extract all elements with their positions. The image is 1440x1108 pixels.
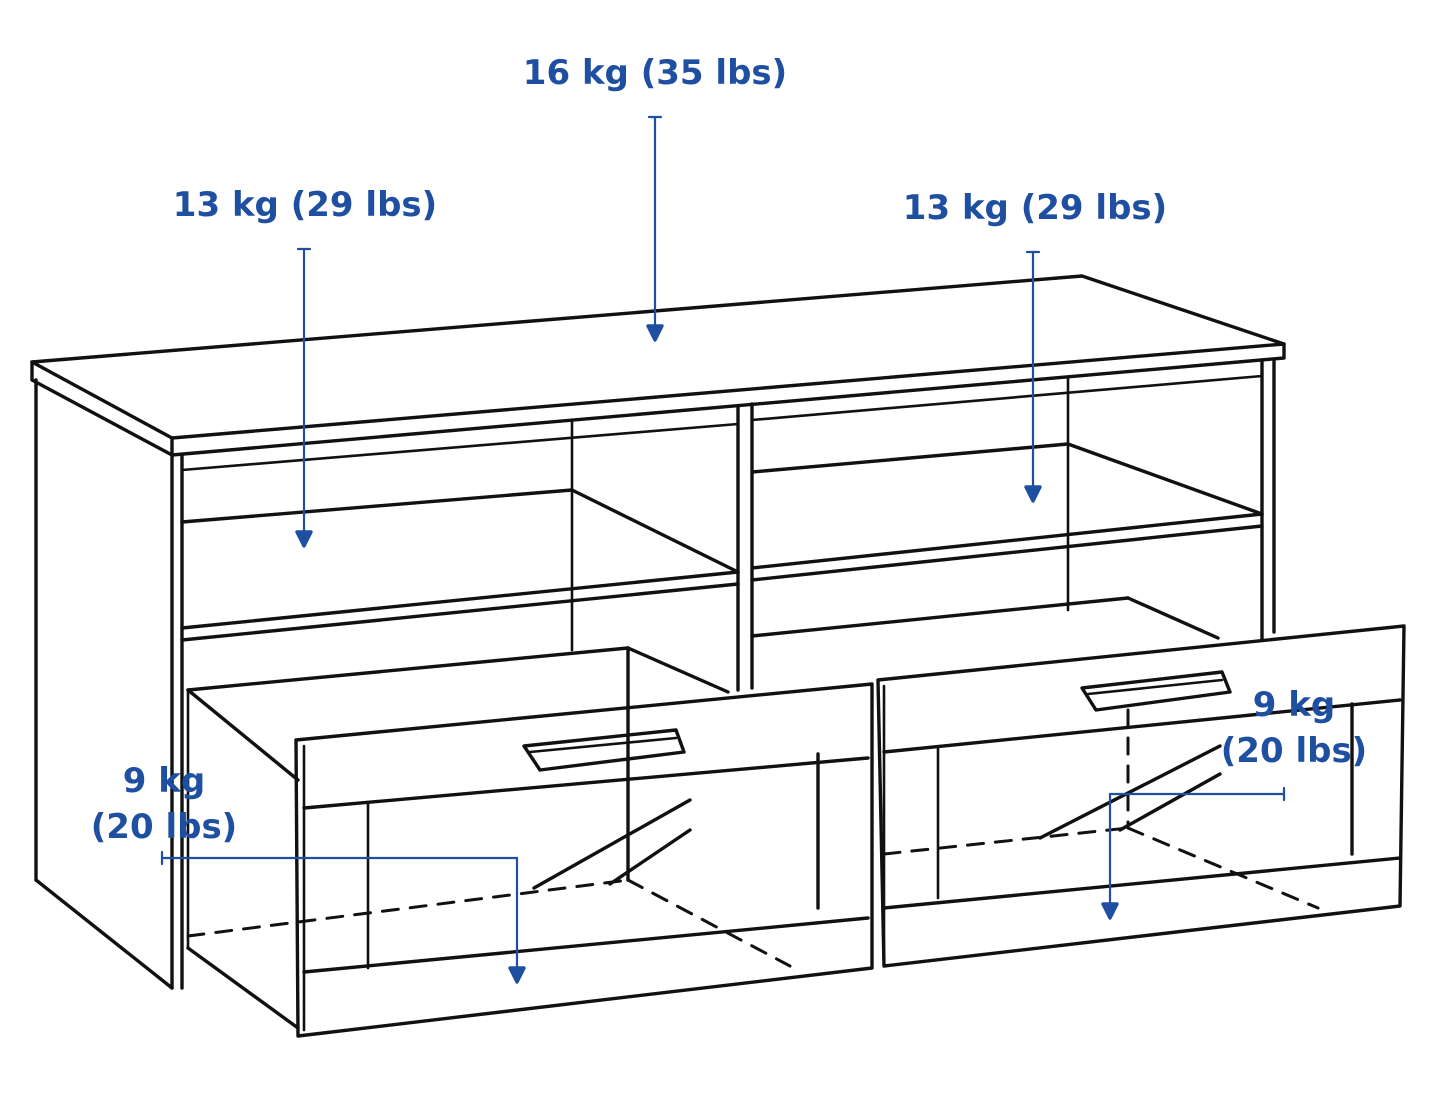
- top-panel: [30, 274, 1286, 457]
- arrow-shelf-left: [295, 247, 313, 548]
- right-side-post: [1260, 358, 1276, 642]
- drawer-left-load-label: 9 kg (20 lbs): [88, 758, 240, 850]
- shelf-right-load-label: 13 kg (29 lbs): [900, 187, 1170, 229]
- shelf-right: [750, 442, 1264, 582]
- drawer-left-handle: [522, 728, 686, 772]
- arrow-shelf-right: [1024, 250, 1042, 503]
- arrow-top: [646, 115, 664, 342]
- drawer-right-load-label: 9 kg (20 lbs): [1218, 682, 1370, 774]
- shelf-left-load-text: 13 kg (29 lbs): [172, 185, 438, 225]
- drawer-right-box: [750, 596, 1220, 640]
- drawer-right-front: [876, 624, 1406, 968]
- back-panel: [180, 374, 1264, 652]
- drawer-right-load-kg: 9 kg: [1252, 685, 1336, 725]
- shelf-left: [180, 488, 740, 642]
- drawer-right-load-lbs: (20 lbs): [1220, 731, 1368, 771]
- arrow-drawer-left: [160, 850, 526, 984]
- drawer-left-hidden-lines: [186, 758, 792, 968]
- top-load-text: 16 kg (35 lbs): [522, 53, 788, 93]
- drawer-left-load-lbs: (20 lbs): [90, 807, 238, 847]
- shelf-left-load-label: 13 kg (29 lbs): [170, 184, 440, 226]
- arrow-drawer-right: [1101, 786, 1286, 920]
- left-side-panel: [34, 378, 184, 990]
- drawer-left-front: [294, 682, 874, 1038]
- drawer-right-hidden-lines: [882, 708, 1320, 910]
- top-load-label: 16 kg (35 lbs): [520, 52, 790, 94]
- drawer-right-handle: [1080, 670, 1232, 712]
- shelf-right-load-text: 13 kg (29 lbs): [902, 188, 1168, 228]
- arrows: [160, 115, 1286, 984]
- drawer-left-load-kg: 9 kg: [122, 761, 206, 801]
- middle-divider: [736, 402, 754, 692]
